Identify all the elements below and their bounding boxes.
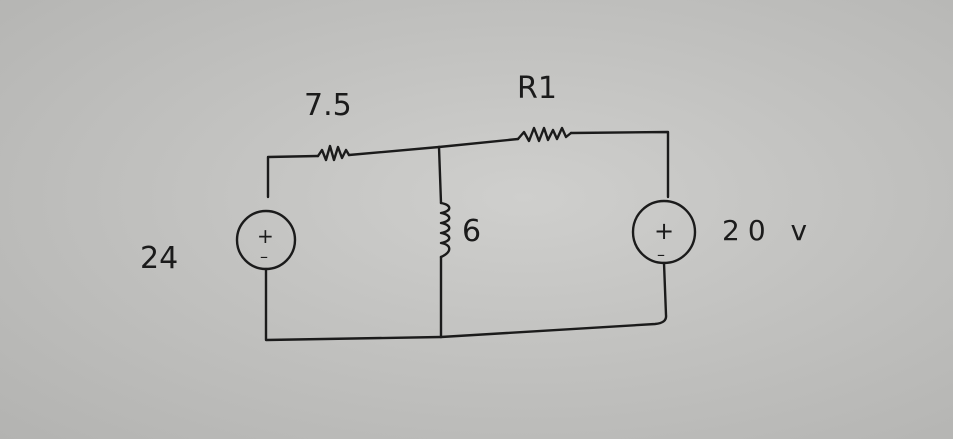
top-right-wire-a bbox=[437, 137, 520, 149]
middle-resistor-symbol bbox=[439, 201, 451, 259]
middle-resistor-value-label: 6 bbox=[462, 214, 481, 249]
top-left-wire bbox=[266, 154, 320, 199]
top-right-resistor-symbol bbox=[516, 126, 573, 143]
left-source-minus-sign: – bbox=[260, 247, 268, 266]
top-middle-wire bbox=[347, 145, 441, 157]
top-left-resistor-value-label: 7.5 bbox=[304, 88, 352, 123]
left-source-plus-sign: + bbox=[257, 224, 274, 248]
right-source-value-label: 20 v bbox=[722, 214, 815, 247]
left-source-value-label: 24 bbox=[140, 241, 178, 276]
right-source-plus-sign: + bbox=[654, 217, 674, 245]
middle-wire-top bbox=[437, 145, 443, 205]
left-wire-bottom bbox=[264, 267, 443, 342]
right-source-minus-sign: – bbox=[657, 245, 665, 264]
right-wire-bottom bbox=[439, 261, 668, 339]
top-right-wire-b bbox=[569, 130, 670, 199]
top-left-resistor-symbol bbox=[316, 144, 351, 162]
top-right-resistor-value-label: R1 bbox=[517, 71, 557, 106]
